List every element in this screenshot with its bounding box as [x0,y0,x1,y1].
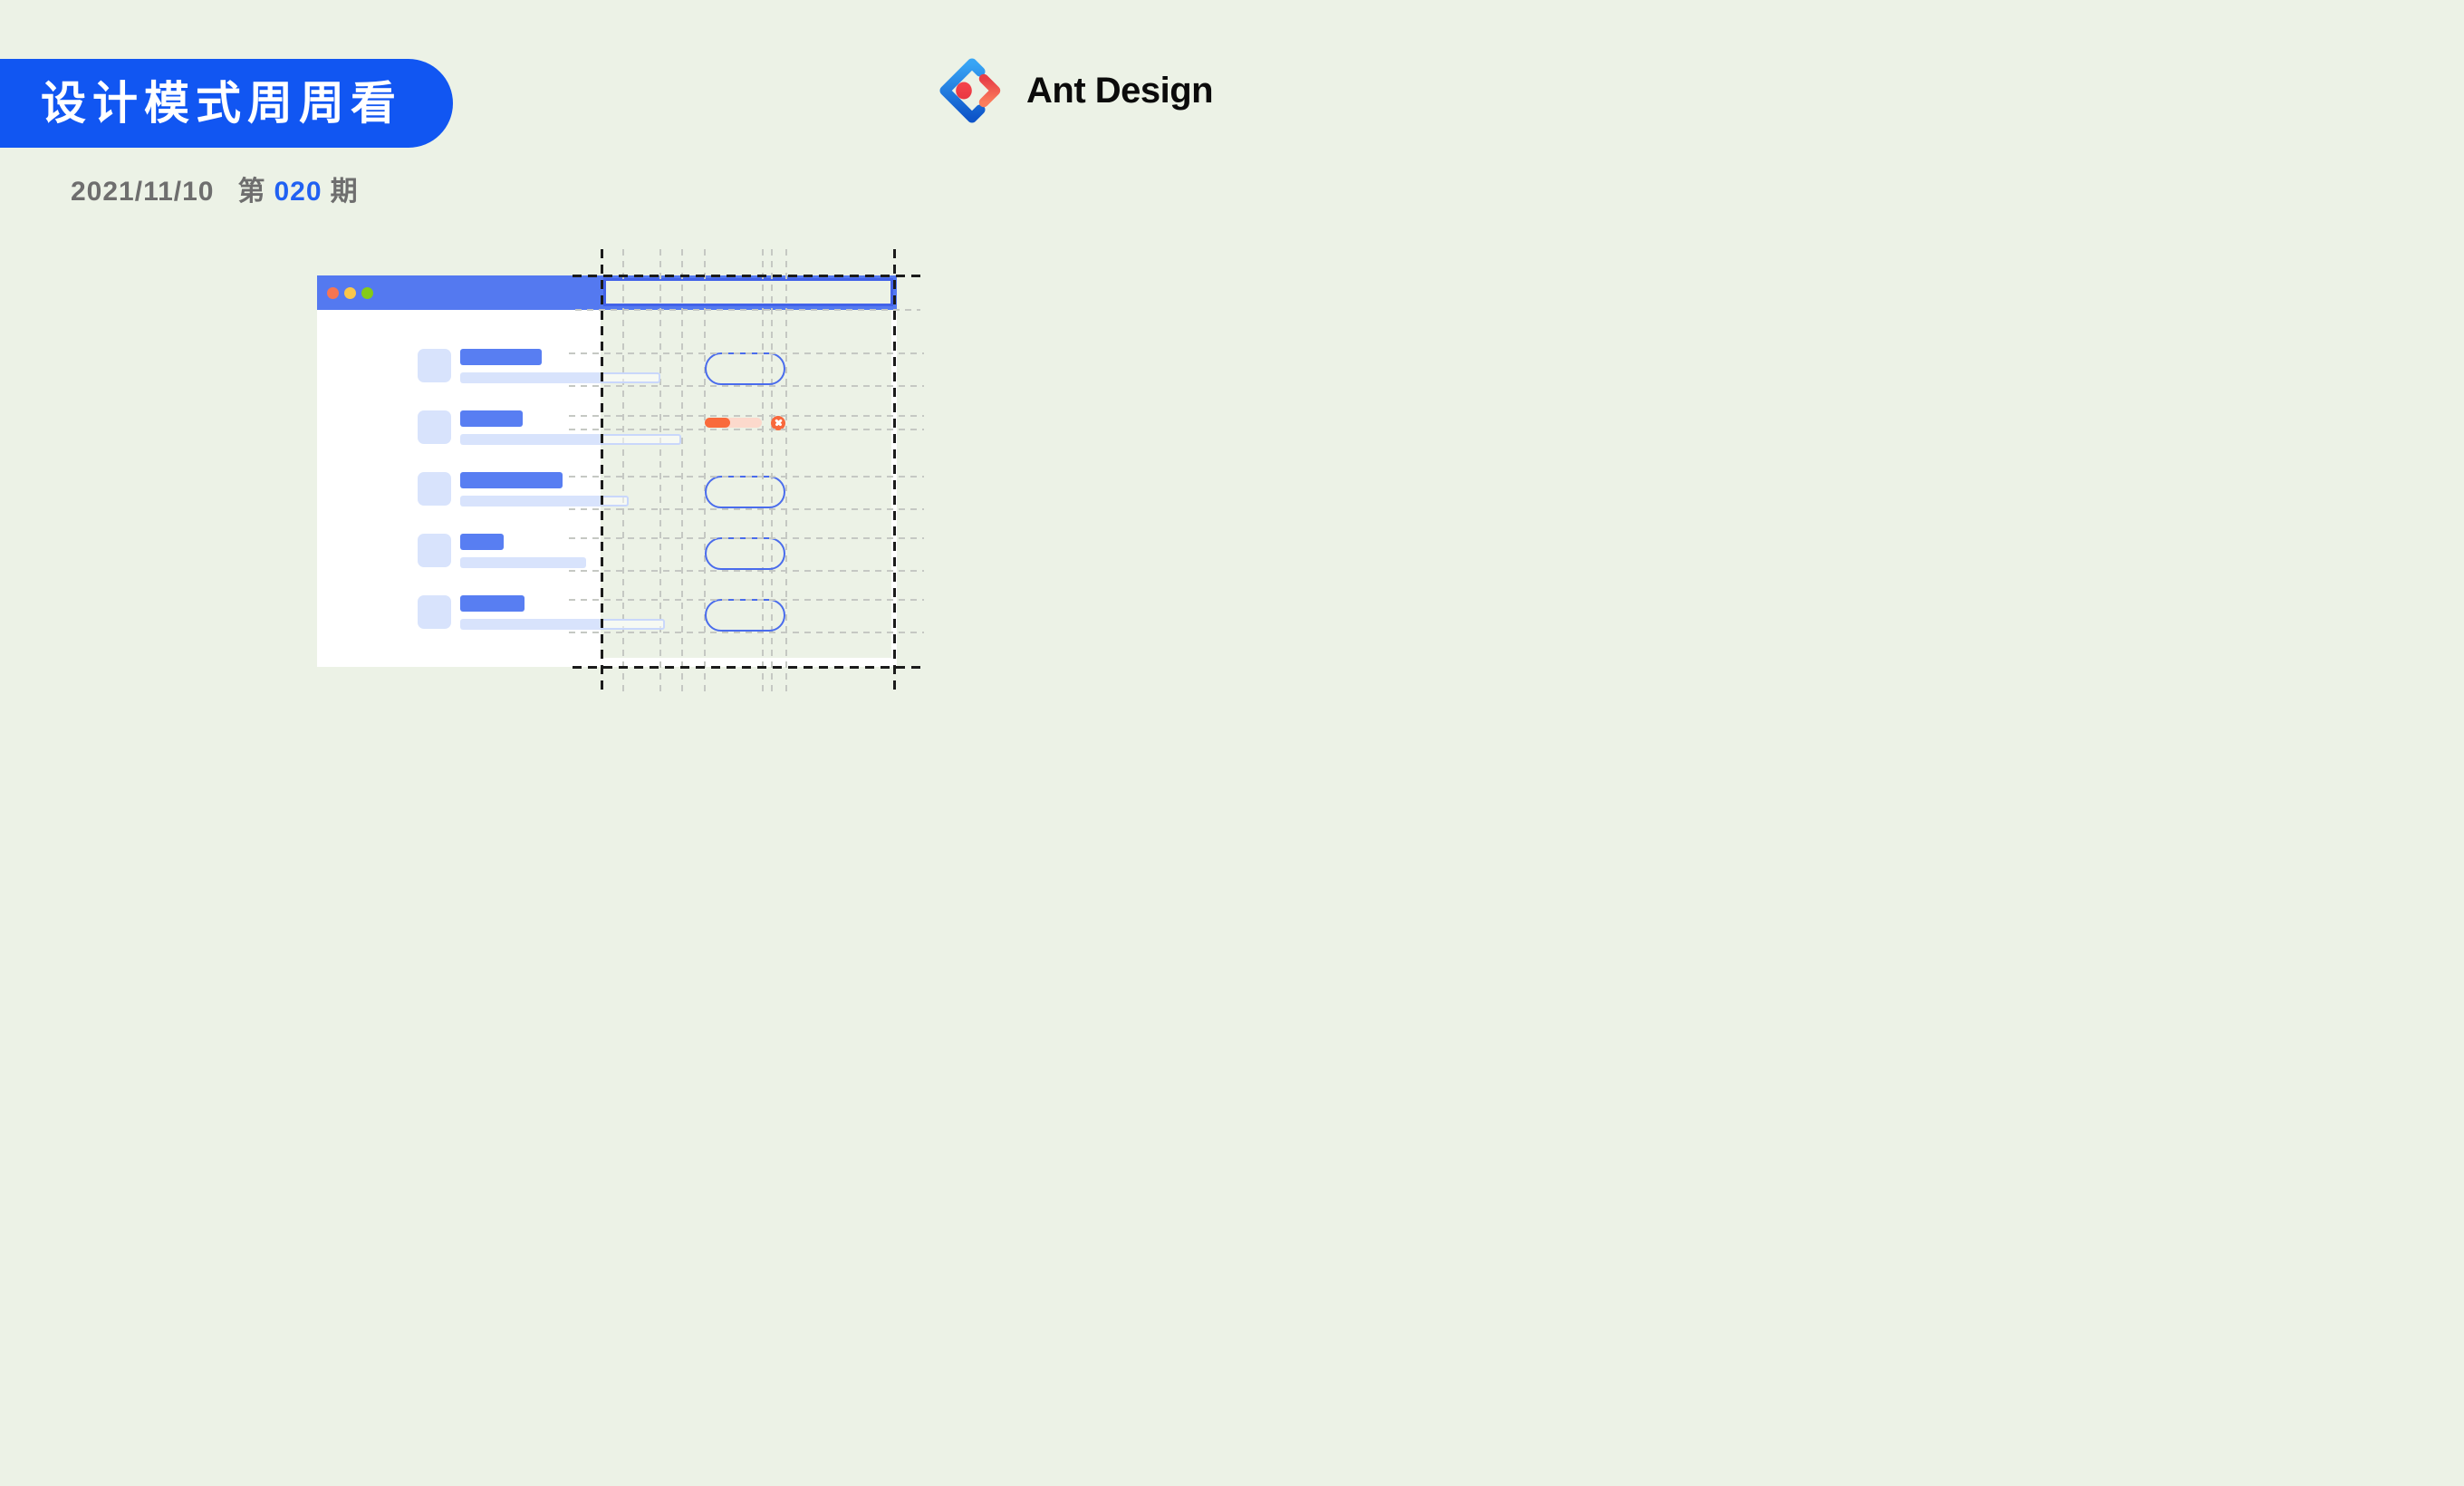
issue-suffix: 期 [330,177,359,207]
list-item-avatar-placeholder [418,349,451,382]
row-guide-line [569,536,924,539]
row-guide-line [569,569,924,572]
traffic-light-close-dot[interactable] [327,286,339,299]
row-guide-line [569,631,924,633]
list-item-title-placeholder [460,410,523,427]
row-guide-line [569,475,924,478]
ant-design-logo-icon [939,58,1001,123]
brand-wordmark: Ant Design [1026,71,1214,111]
list-item-subtitle-placeholder [460,496,601,507]
issue-line: 2021/11/10 第 020 期 [71,169,359,208]
list-item-avatar-placeholder [418,410,451,444]
row-guide-line [569,414,924,417]
grid-guide-vertical [659,249,661,696]
list-item-subtitle-placeholder [460,372,601,383]
subtitle-spec-outline [601,372,660,383]
upload-progress-track [705,417,762,428]
upload-progress-fill [705,417,730,428]
traffic-light-minimize-dot[interactable] [344,286,356,299]
banner: 设计模式周周看 [0,59,453,148]
issue-date: 2021/11/10 [71,177,215,207]
list-item-avatar-placeholder [418,534,451,567]
row-guide-line [569,352,924,354]
list-item-subtitle-placeholder [460,619,601,630]
list-item-subtitle-placeholder [460,557,586,568]
grid-guide-vertical [622,249,624,696]
close-circle-icon[interactable] [771,415,785,430]
issue-prefix: 第 [237,177,266,207]
spec-boundary-horizontal [573,274,922,277]
grid-guide-vertical [785,249,787,696]
grid-guide-vertical [771,249,773,696]
list-item-avatar-placeholder [418,595,451,629]
subtitle-spec-outline [601,434,681,445]
row-guide-line [569,384,924,387]
list-item-title-placeholder [460,472,563,488]
grid-guide-vertical [704,249,706,696]
row-guide-line [569,507,924,510]
list-item-title-placeholder [460,534,504,550]
issue-number: 020 [274,177,322,207]
spec-boundary-vertical [601,249,603,696]
list-item-title-placeholder [460,595,525,612]
banner-title: 设计模式周周看 [41,78,402,129]
list-item-title-placeholder [460,349,542,365]
spec-boundary-vertical [893,249,896,696]
row-guide-line [569,429,924,430]
button-placeholder[interactable] [705,537,785,570]
titlebar-guide-line [575,308,920,311]
button-placeholder[interactable] [705,599,785,632]
row-guide-line [569,598,924,601]
grid-guide-vertical [681,249,683,696]
spec-boundary-horizontal [573,665,922,669]
subtitle-spec-outline [601,619,665,630]
poster-canvas: 设计模式周周看 2021/11/10 第 020 期 Ant Design [0,0,1232,743]
subtitle-spec-outline [601,496,629,507]
button-placeholder[interactable] [705,476,785,508]
grid-guide-vertical [762,249,764,696]
address-bar-placeholder[interactable] [603,278,893,306]
traffic-light-maximize-dot[interactable] [361,286,373,299]
list-item-subtitle-placeholder [460,434,601,445]
list-item-avatar-placeholder [418,472,451,506]
button-placeholder[interactable] [705,352,785,385]
browser-window-illustration [0,0,1232,743]
